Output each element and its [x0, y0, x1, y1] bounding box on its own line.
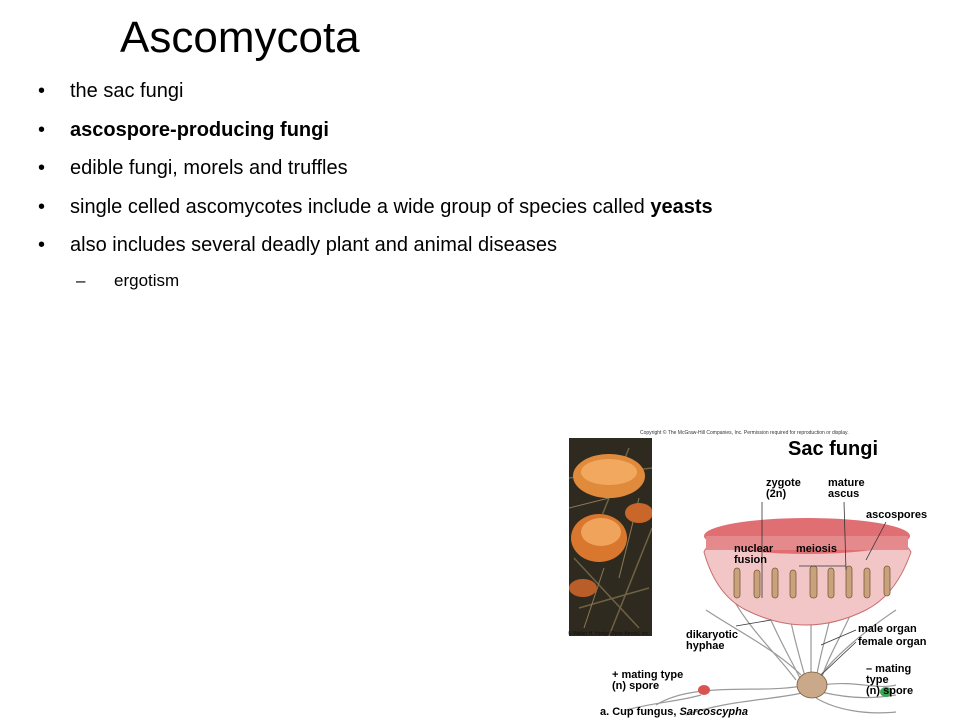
subbullet-dash: –: [76, 270, 86, 290]
bullet-dot: •: [38, 195, 46, 218]
label-zygote: zygote(2n): [766, 477, 801, 500]
bullet-list: • the sac fungi • ascospore-producing fu…: [38, 74, 938, 295]
bullet-item: • edible fungi, morels and truffles: [38, 151, 938, 190]
photo-credit: © Walter H. Hodge/Peter Arnold, Inc.: [568, 631, 650, 637]
slide-title: Ascomycota: [120, 13, 360, 62]
minus-spore-shape: [880, 687, 892, 697]
asci-row: [733, 565, 891, 599]
bullet-text: single celled ascomycotes include a wide…: [70, 195, 713, 218]
bullet-item: • ascospore-producing fungi: [38, 113, 938, 152]
bullet-dot: •: [38, 80, 46, 102]
bullet-dot: •: [38, 234, 46, 256]
bullet-item: • also includes several deadly plant and…: [38, 228, 938, 267]
bullet-text: also includes several deadly plant and a…: [70, 234, 557, 256]
bullet-text: edible fungi, morels and truffles: [70, 157, 348, 179]
figure-title: Sac fungi: [788, 438, 879, 460]
label-ascospores: ascospores: [866, 509, 928, 521]
female-organ-shape: [796, 671, 828, 699]
leader-lines: [735, 501, 887, 676]
plus-spore-shape: [698, 685, 710, 695]
label-female-organ: female organ: [858, 636, 927, 648]
sac-fungi-diagram: [625, 501, 912, 716]
cup-fungus-photo: [569, 438, 652, 636]
figure-copyright: Copyright © The McGraw-Hill Companies, I…: [640, 430, 849, 436]
label-meiosis: meiosis: [796, 543, 837, 555]
bullet-item: • single celled ascomycotes include a wi…: [38, 190, 938, 229]
bullet-item: • the sac fungi: [38, 74, 938, 113]
hymenium-layer: [706, 536, 908, 550]
bullet-dot: •: [38, 157, 46, 179]
label-male-organ: male organ: [858, 623, 917, 635]
subbullet-item: – ergotism: [76, 267, 938, 295]
sac-fungi-figure: Copyright © The McGraw-Hill Companies, I…: [566, 430, 927, 720]
caption-genus: Sarcoscypha: [679, 706, 748, 718]
bullet-text: ascospore-producing fungi: [70, 118, 329, 141]
bold-term: yeasts: [650, 195, 713, 218]
bullet-text: the sac fungi: [70, 80, 184, 102]
subbullet-text: ergotism: [114, 270, 180, 290]
label-plus-mating-type: + mating type(n) spore: [612, 669, 684, 692]
bullet-dot: •: [38, 118, 46, 141]
figure-caption: a. Cup fungus, Sarcoscypha: [600, 706, 748, 718]
